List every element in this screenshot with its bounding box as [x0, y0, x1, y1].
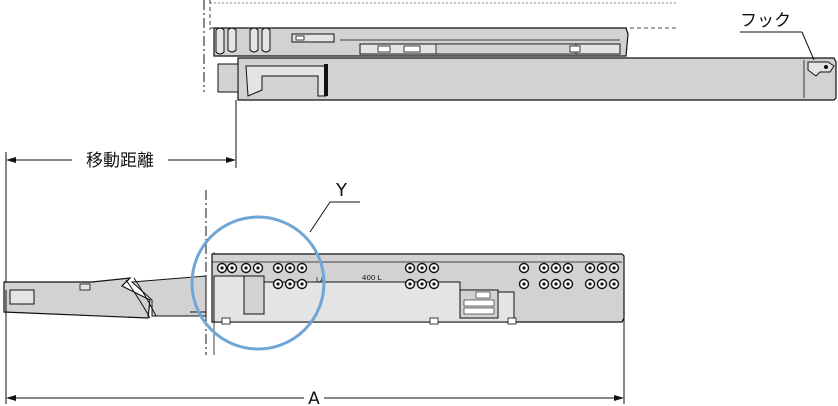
mounting-hole-center [600, 266, 604, 270]
mounting-hole-center [522, 282, 526, 286]
dimension-a-label: A [308, 389, 320, 406]
travel-distance-dimension: 移動距離 [5, 100, 237, 290]
hook-callout: フック [740, 11, 815, 61]
detail-circle [190, 215, 326, 351]
mounting-hole-center [288, 282, 292, 286]
hook-shape [807, 61, 835, 77]
slide-marking-2: 400 L [362, 274, 382, 282]
mounting-hole-center [554, 282, 558, 286]
mounting-hole-center [288, 266, 292, 270]
mounting-hole-center [244, 266, 248, 270]
mounting-hole-center [432, 266, 436, 270]
mounting-hole-center [420, 266, 424, 270]
mounting-hole-center [432, 282, 436, 286]
mounting-hole-center [542, 266, 546, 270]
mounting-hole-center [408, 282, 412, 286]
mounting-hole-center [522, 266, 526, 270]
mounting-hole-center [588, 282, 592, 286]
top-slide-view [203, 0, 837, 101]
mounting-hole-center [612, 282, 616, 286]
dimension-a: A [5, 256, 625, 406]
mounting-hole-center [408, 266, 412, 270]
mounting-hole-center [612, 266, 616, 270]
mounting-hole-center [276, 266, 280, 270]
drawer-rail-top [237, 57, 837, 101]
slide-marking-1: LA [316, 276, 325, 284]
mounting-hole-center [300, 266, 304, 270]
mounting-hole-center [588, 266, 592, 270]
mounting-hole-center [220, 266, 224, 270]
mounting-hole-center [300, 282, 304, 286]
mounting-hole-center [566, 266, 570, 270]
mounting-hole-center [566, 282, 570, 286]
mounting-hole-center [600, 282, 604, 286]
hook-label: フック [740, 11, 791, 31]
mounting-hole-center [276, 282, 280, 286]
travel-distance-label: 移動距離 [86, 151, 154, 171]
mounting-hole-center [554, 266, 558, 270]
bottom-slide-view: LA 400 L [3, 190, 625, 355]
mounting-hole-center [420, 282, 424, 286]
mounting-hole-center [230, 266, 234, 270]
mounting-holes [216, 262, 620, 290]
detail-callout: Y [190, 180, 360, 351]
drawer-member-extended [3, 277, 151, 319]
detail-label: Y [335, 180, 348, 201]
mounting-hole-center [256, 266, 260, 270]
mounting-hole-center [542, 282, 546, 286]
